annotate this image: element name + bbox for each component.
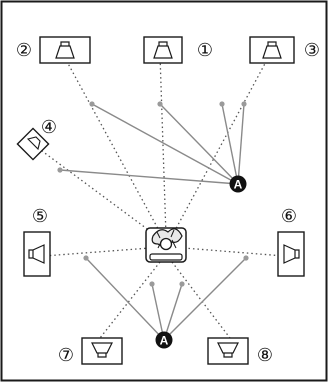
guide-line-5 — [43, 247, 151, 257]
measure-line — [85, 257, 165, 341]
measure-node — [89, 101, 95, 107]
speaker-icon — [249, 36, 295, 64]
speaker-label-3: ③ — [304, 40, 320, 61]
speaker-labels: ② ① ③ ④ ⑤ ⑥ ⑦ ⑧ — [16, 40, 320, 366]
measure-nodes — [57, 101, 249, 287]
guide-line-4 — [37, 147, 163, 241]
speaker-cone-icon — [55, 41, 75, 59]
marker-a-label: A — [234, 178, 243, 192]
speaker-label-7: ⑦ — [58, 345, 74, 366]
measure-line — [163, 283, 183, 341]
measure-node — [157, 101, 163, 107]
guide-lines — [37, 54, 285, 339]
speaker-3 — [249, 36, 295, 64]
measure-node — [83, 255, 89, 261]
measure-lines — [59, 103, 247, 341]
speaker-icon — [81, 337, 123, 365]
guide-line-6 — [183, 247, 285, 257]
measure-line — [221, 103, 239, 185]
measure-marker-lower: A — [155, 331, 173, 349]
guide-line-3 — [171, 57, 269, 237]
speaker-cone-icon — [262, 41, 282, 59]
measure-line — [59, 169, 239, 185]
guide-line-2 — [64, 57, 163, 237]
speaker-label-8: ⑧ — [257, 345, 273, 366]
speaker-cone-icon — [28, 244, 45, 264]
speaker-label-2: ② — [16, 40, 32, 61]
speaker-6 — [277, 231, 305, 277]
speaker-label-5: ⑤ — [32, 206, 48, 227]
speaker-1 — [143, 36, 183, 64]
speaker-icon — [23, 231, 51, 277]
measure-node — [57, 167, 63, 173]
measure-line — [91, 103, 239, 185]
measure-node — [179, 281, 185, 287]
measure-node — [219, 101, 225, 107]
speaker-cone-icon — [153, 41, 173, 59]
marker-a-label: A — [160, 334, 169, 348]
speaker-icon — [277, 231, 305, 277]
speaker-label-6: ⑥ — [281, 206, 297, 227]
speaker-cone-icon — [26, 136, 41, 151]
measure-line — [163, 257, 247, 341]
speaker-cone-icon — [217, 342, 239, 358]
speaker-7 — [81, 337, 123, 365]
speaker-icon — [207, 337, 249, 365]
measure-node — [149, 281, 155, 287]
measure-line — [237, 103, 245, 185]
measure-marker-upper: A — [229, 175, 247, 193]
guide-line-8 — [171, 261, 231, 339]
measure-node — [241, 101, 247, 107]
guide-line-1 — [159, 54, 167, 237]
measure-line — [159, 103, 239, 185]
speaker-icon — [39, 36, 91, 64]
measure-node — [243, 255, 249, 261]
speaker-icon — [143, 36, 183, 64]
speaker-4 — [16, 127, 50, 161]
speaker-label-4: ④ — [41, 117, 57, 138]
speaker-cone-icon — [91, 342, 113, 358]
marker-a-badge — [229, 175, 247, 193]
listener-icon — [145, 227, 187, 263]
speaker-cone-icon — [283, 244, 300, 264]
speaker-5 — [23, 231, 51, 277]
marker-a-badge — [155, 331, 173, 349]
speaker-label-1: ① — [197, 40, 213, 61]
speaker-8 — [207, 337, 249, 365]
speaker-2 — [39, 36, 91, 64]
measure-line — [151, 283, 165, 341]
